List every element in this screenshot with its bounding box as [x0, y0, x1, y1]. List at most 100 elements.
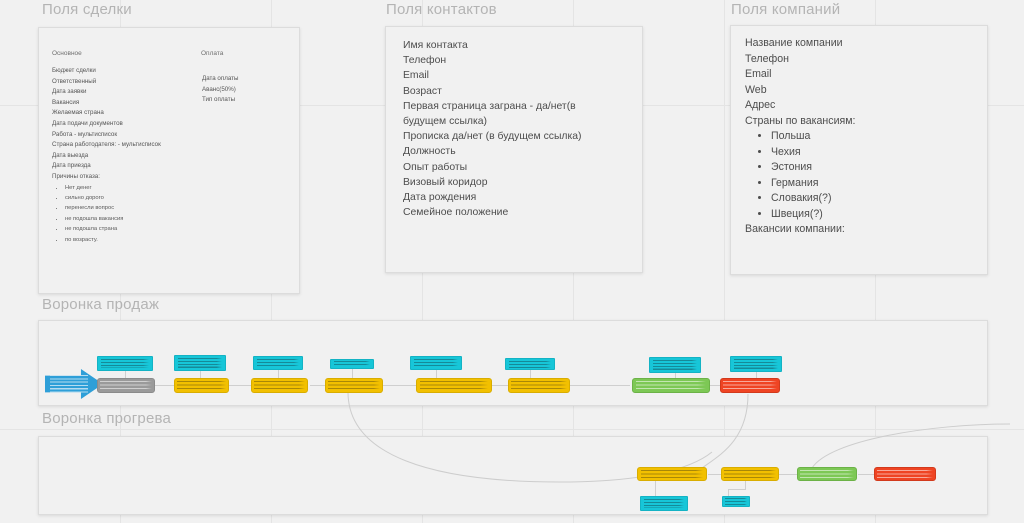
- list-item: по возрасту.: [65, 235, 202, 245]
- sticky-note-text: [724, 498, 748, 505]
- deal-payment-field-list: Дата оплаты Аванс(50%) Тип оплаты: [202, 74, 292, 106]
- funnel-stage-node[interactable]: [721, 467, 779, 481]
- list-item: Название компании: [745, 37, 843, 49]
- connector: [655, 481, 656, 496]
- funnel-stage-node[interactable]: [508, 378, 570, 393]
- grid-line-horizontal: [0, 429, 1024, 430]
- list-item: Имя контакта: [403, 40, 468, 51]
- funnel-stage-node[interactable]: [632, 378, 710, 393]
- sticky-note-text: [101, 358, 149, 369]
- sticky-note-text: [333, 361, 371, 367]
- list-item: Опыт работы: [403, 161, 468, 173]
- connector: [228, 385, 270, 386]
- section-title-contact-fields: Поля контактов: [386, 1, 497, 18]
- funnel-stage-label: [636, 381, 706, 390]
- company-field-list: Название компании Телефон Email Web Адре…: [745, 36, 965, 238]
- list-item: Прописка да/нет (в будущем ссылка): [403, 131, 582, 143]
- section-title-company-fields: Поля компаний: [731, 1, 841, 18]
- funnel-stage-node[interactable]: [325, 378, 383, 393]
- funnel-stage-label: [254, 381, 305, 390]
- deal-column-header-payment: Оплата: [201, 50, 224, 57]
- list-item: Страна работодателя: - мультисписок: [52, 141, 161, 149]
- funnel-stage-label: [877, 470, 933, 478]
- list-item: Семейное положение: [403, 207, 509, 219]
- list-item: Вакансия: [52, 98, 80, 106]
- grid-line-vertical: [724, 0, 725, 523]
- card-deal-fields[interactable]: Основное Оплата Бюджет сделки Ответствен…: [38, 27, 300, 294]
- funnel-start-arrow-label: [50, 375, 88, 393]
- sticky-note-cyan[interactable]: [649, 357, 701, 373]
- sticky-note-cyan[interactable]: [97, 356, 153, 371]
- list-item: сильно дорого: [65, 193, 202, 203]
- funnel-stage-node[interactable]: [416, 378, 492, 393]
- list-item: Швеция(?): [771, 207, 965, 223]
- connector: [745, 481, 746, 489]
- deal-rejection-reasons-list: Нет денег сильно дорого перенесли вопрос…: [52, 183, 202, 245]
- connector: [492, 385, 510, 386]
- sticky-note-cyan[interactable]: [730, 356, 782, 372]
- card-contact-fields[interactable]: Имя контакта Телефон Email Возраст Перва…: [385, 26, 643, 273]
- connector: [675, 373, 676, 378]
- section-title-deal-fields: Поля сделки: [42, 1, 132, 18]
- deal-main-field-list: Бюджет сделки Ответственный Дата заявки …: [52, 66, 202, 245]
- connector: [382, 385, 416, 386]
- connector: [200, 371, 201, 378]
- list-item: Дата рождения: [403, 192, 477, 204]
- connector: [150, 385, 174, 386]
- funnel-stage-label: [640, 470, 704, 478]
- connector: [352, 369, 353, 378]
- sticky-note-text: [653, 360, 697, 370]
- sticky-note-text: [643, 498, 685, 509]
- connector: [708, 474, 730, 475]
- sticky-note-cyan[interactable]: [640, 496, 688, 511]
- funnel-stage-node[interactable]: [251, 378, 308, 393]
- funnel-stage-label: [511, 381, 567, 390]
- contact-field-list: Имя контакта Телефон Email Возраст Перва…: [403, 38, 603, 220]
- sticky-note-text: [734, 359, 778, 369]
- sticky-note-cyan[interactable]: [722, 496, 750, 507]
- list-item: Страны по вакансиям:: [745, 114, 856, 127]
- sticky-note-cyan[interactable]: [253, 356, 303, 370]
- list-item: Германия: [771, 176, 965, 192]
- connector: [436, 370, 437, 378]
- connector: [278, 370, 279, 378]
- funnel-stage-node[interactable]: [637, 467, 707, 481]
- sticky-note-text: [256, 358, 300, 368]
- list-item: Визовый коридор: [403, 176, 488, 188]
- sticky-note-cyan[interactable]: [330, 359, 374, 369]
- list-item: Словакия(?): [771, 191, 965, 207]
- list-item: Тип оплаты: [202, 96, 236, 104]
- connector: [530, 370, 531, 378]
- sticky-note-cyan[interactable]: [410, 356, 462, 370]
- funnel-stage-node[interactable]: [97, 378, 155, 393]
- list-item: Причины отказа:: [52, 172, 100, 180]
- list-item: Дата оплаты: [202, 75, 239, 82]
- card-company-fields[interactable]: Название компании Телефон Email Web Адре…: [730, 25, 988, 275]
- list-item: Должность: [403, 146, 456, 158]
- list-item: Вакансии компании:: [745, 223, 845, 235]
- list-item: Польша: [771, 129, 965, 145]
- company-countries-list: Польша Чехия Эстония Германия Словакия(?…: [745, 129, 965, 222]
- deal-column-header-main: Основное: [52, 50, 82, 57]
- list-item: не подошла вакансия: [65, 214, 202, 224]
- sticky-note-text: [508, 360, 552, 368]
- funnel-stage-label: [328, 381, 380, 390]
- funnel-stage-node[interactable]: [720, 378, 780, 393]
- list-item: Желаемая страна: [52, 109, 104, 117]
- list-item: Работа - мультисписок: [52, 130, 118, 138]
- list-item: Бюджет сделки: [52, 67, 96, 74]
- sticky-note-cyan[interactable]: [505, 358, 555, 370]
- funnel-stage-node[interactable]: [174, 378, 229, 393]
- connector: [310, 385, 326, 386]
- sticky-note-cyan[interactable]: [174, 355, 226, 371]
- list-item: Адрес: [745, 99, 776, 111]
- list-item: Телефон: [403, 55, 447, 67]
- funnel-stage-node[interactable]: [874, 467, 936, 481]
- list-item: не подошла страна: [65, 224, 202, 234]
- list-item: Нет денег: [65, 183, 202, 193]
- list-item: Ответственный: [52, 77, 97, 85]
- section-title-warming-funnel: Воронка прогрева: [42, 410, 172, 427]
- funnel-stage-label: [800, 470, 854, 478]
- funnel-stage-node[interactable]: [797, 467, 857, 481]
